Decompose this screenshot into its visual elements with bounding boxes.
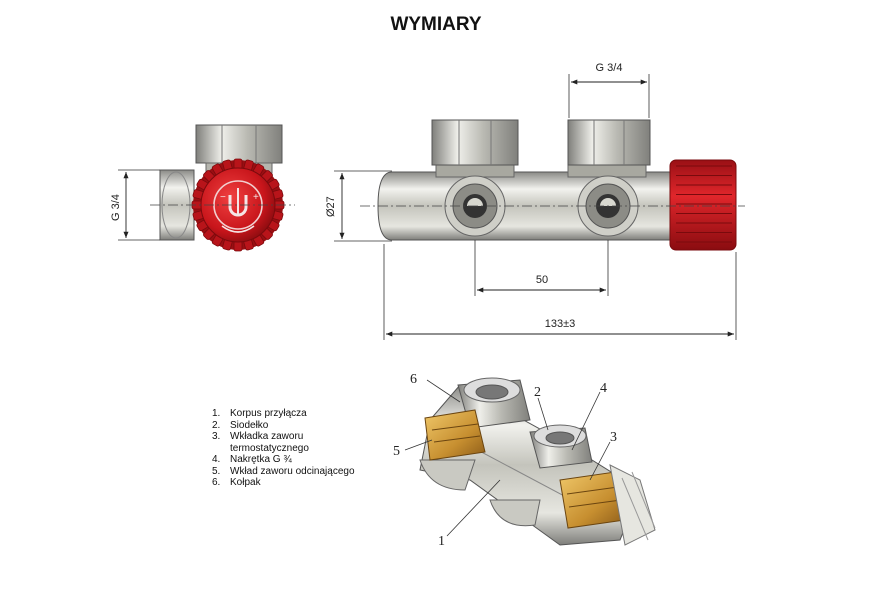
cutaway-view: 6 2 4 3 5 1 xyxy=(393,372,656,549)
legend-item: 6.Kołpak xyxy=(212,477,261,488)
dim-top-thread: G 3/4 xyxy=(596,62,623,74)
front-view: Ø27 G 3/4 50 133±3 xyxy=(325,62,745,340)
legend-item: 4.Nakrętka G ¾ xyxy=(212,454,292,465)
dim-body-diameter: Ø27 xyxy=(325,196,337,217)
dim-side-thread: G 3/4 xyxy=(110,194,122,221)
parts-legend: 1.Korpus przyłącza 2.Siodełko 3.Wkładka … xyxy=(212,408,380,489)
callout-3: 3 xyxy=(610,430,617,445)
dim-spacing: 50 xyxy=(536,274,548,286)
legend-item: 3.Wkładka zaworu termostatycznego xyxy=(212,431,309,454)
legend-item: 5.Wkład zaworu odcinającego xyxy=(212,465,355,477)
legend-item: 2.Siodełko xyxy=(212,419,269,431)
svg-text:+: + xyxy=(253,192,259,203)
red-cap-side-icon xyxy=(669,159,737,251)
red-cap-icon: − + xyxy=(191,158,285,252)
callout-1: 1 xyxy=(438,534,445,549)
callout-2: 2 xyxy=(534,385,541,400)
callout-4: 4 xyxy=(600,381,607,396)
callout-6: 6 xyxy=(410,372,417,387)
side-view: − + G 3/4 xyxy=(110,124,295,252)
svg-text:−: − xyxy=(220,192,226,203)
dim-overall-length: 133±3 xyxy=(545,318,576,330)
page-title: WYMIARY xyxy=(390,14,482,35)
legend-item: 1.Korpus przyłącza xyxy=(212,408,307,419)
callout-5: 5 xyxy=(393,444,400,459)
